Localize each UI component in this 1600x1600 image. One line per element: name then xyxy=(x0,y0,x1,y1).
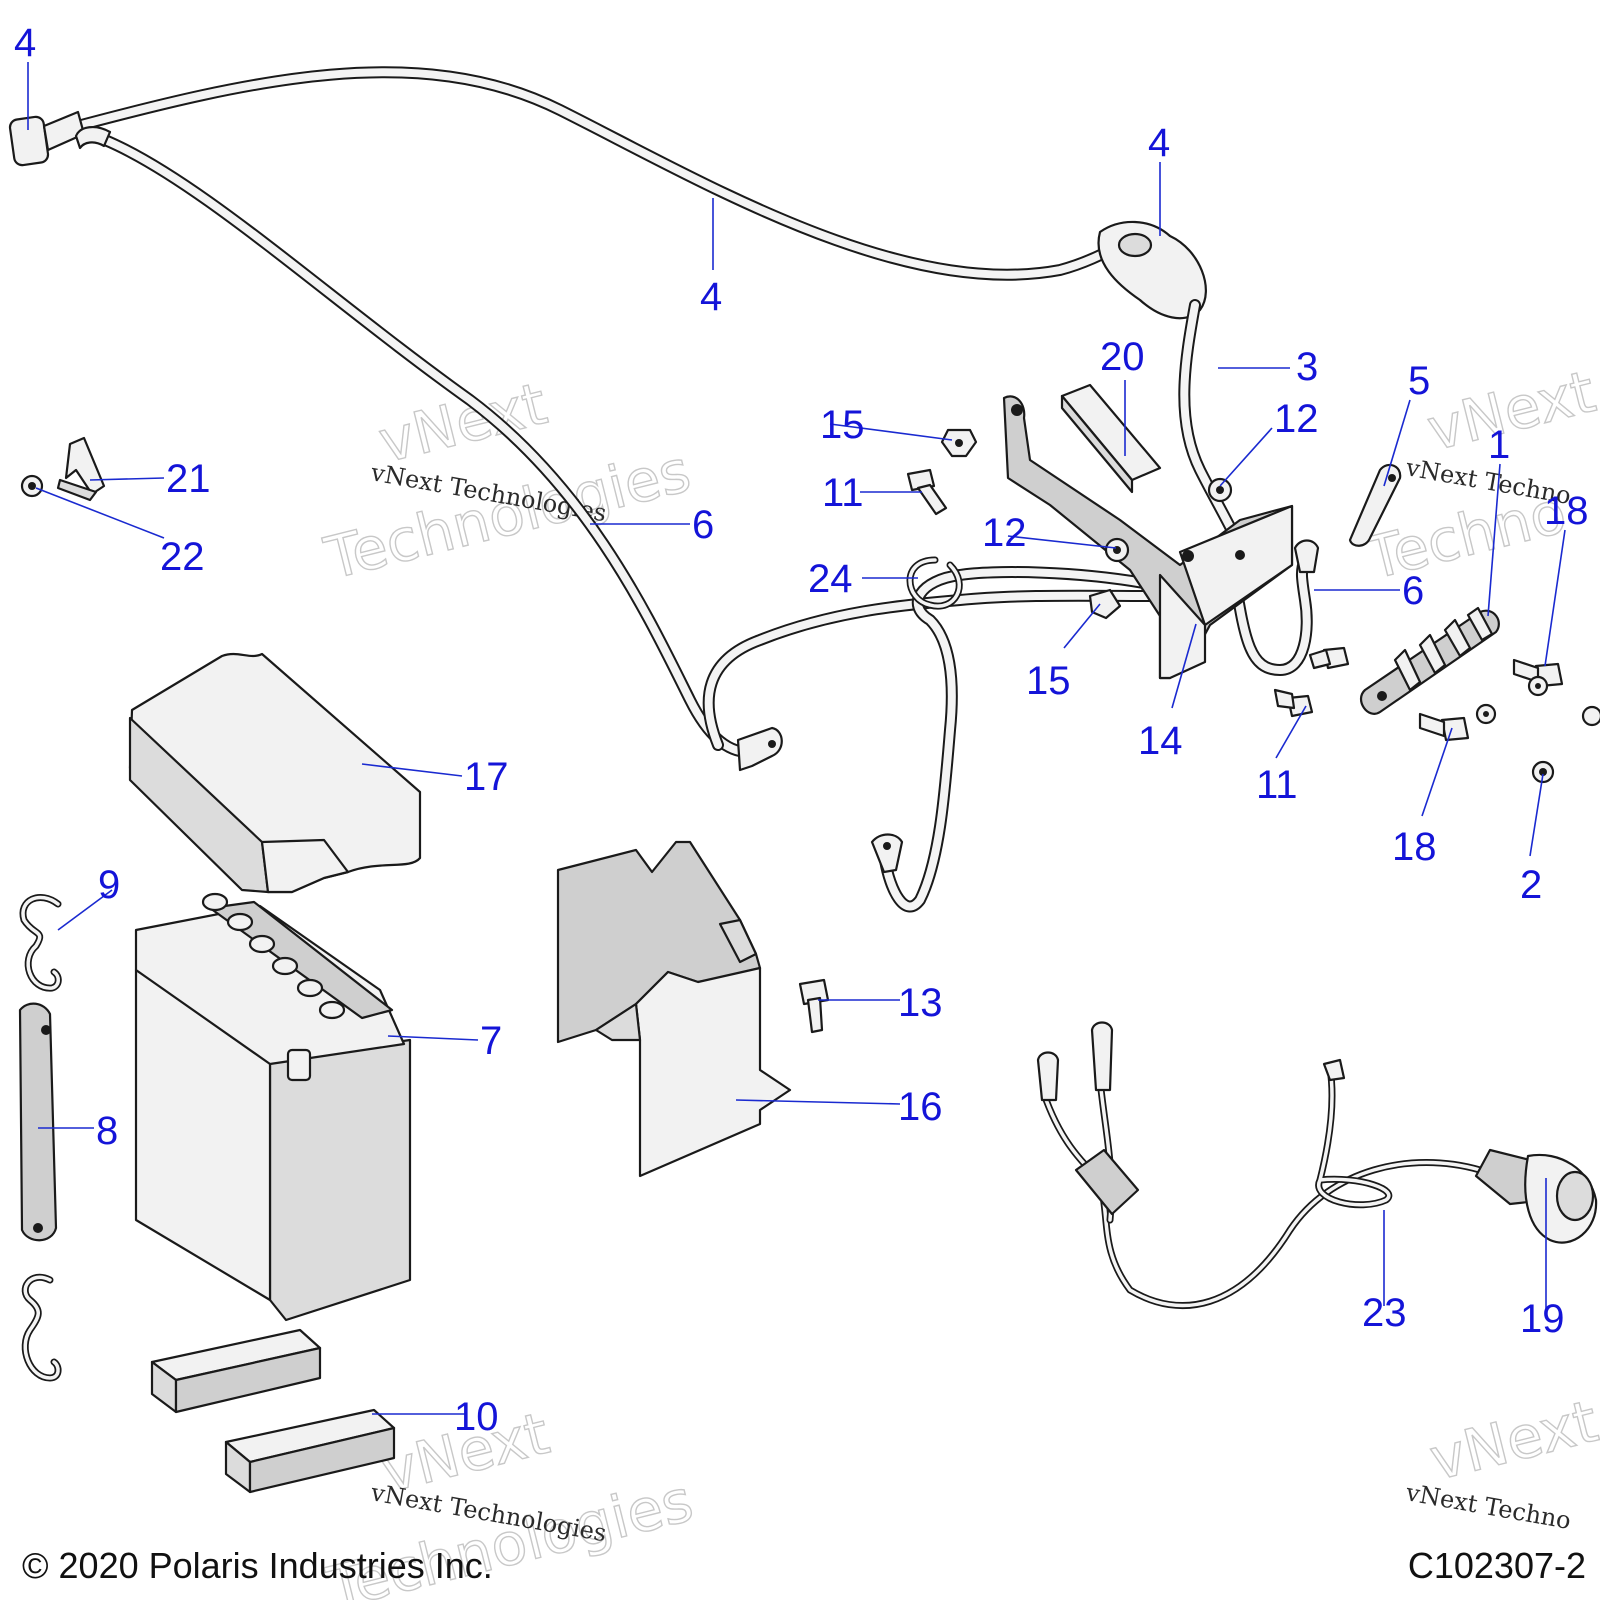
bracket-5 xyxy=(1348,463,1402,547)
callout-19: 19 xyxy=(1520,1297,1565,1341)
terminal-block-1 xyxy=(1359,606,1500,715)
nut-22 xyxy=(20,474,44,498)
bracket-14 xyxy=(1002,395,1294,680)
clip-9-lower xyxy=(21,1274,62,1382)
watermark-big-bottom-cut: vNext xyxy=(1423,1387,1600,1494)
cable-6-short-ring xyxy=(1293,539,1320,574)
callout-14: 14 xyxy=(1138,719,1183,763)
callout-15-lower: 15 xyxy=(1026,659,1071,703)
bracket-14-face xyxy=(1178,504,1294,627)
cable-24 xyxy=(702,556,1166,913)
callout-11-upper: 11 xyxy=(822,471,864,515)
cable-4 xyxy=(8,66,1207,320)
bolt-11-right-b xyxy=(1273,688,1314,718)
callout-16: 16 xyxy=(898,1085,943,1129)
callout-11-lower: 11 xyxy=(1256,763,1298,807)
harness-23 xyxy=(1036,1021,1484,1310)
strap-8 xyxy=(18,1002,58,1242)
cable-6-main xyxy=(74,126,783,772)
nut-12-upper xyxy=(1207,477,1233,503)
watermark-small-bottom-right: vNext Techno xyxy=(1403,1478,1573,1535)
bolt-11-upper xyxy=(906,468,948,516)
pad-20 xyxy=(1060,383,1162,494)
callout-2: 2 xyxy=(1520,863,1542,907)
clip-21 xyxy=(56,436,106,502)
callout-8: 8 xyxy=(96,1109,118,1153)
callout-18-right: 18 xyxy=(1544,489,1589,533)
shield-16 xyxy=(556,840,792,1178)
nut-12-lower xyxy=(1104,537,1130,563)
callouts: 4 4 4 3 20 5 12 15 1 21 11 18 6 12 22 24… xyxy=(14,21,1589,1439)
outlet-19 xyxy=(1474,1148,1598,1244)
nut-2-b xyxy=(1527,675,1549,697)
bolt-11-right-a xyxy=(1308,646,1350,670)
nut-2-a xyxy=(1475,703,1497,725)
pad-10-upper xyxy=(150,1328,322,1414)
callout-5: 5 xyxy=(1408,359,1430,403)
callout-24: 24 xyxy=(808,557,853,601)
bolt-13 xyxy=(798,978,830,1034)
cable-4-terminal-eye xyxy=(1117,232,1153,258)
callout-4-top-left: 4 xyxy=(14,21,36,65)
watermark-top: vNext Technologies xyxy=(317,369,697,594)
watermark-bottom-right: vNext xyxy=(1423,1386,1600,1494)
callout-23: 23 xyxy=(1362,1291,1407,1335)
callout-12-upper: 12 xyxy=(1274,397,1319,441)
callout-3: 3 xyxy=(1296,345,1318,389)
watermark-big-line1: vNext xyxy=(372,369,553,476)
cable-4-boot-left xyxy=(8,115,50,167)
pad-10-lower xyxy=(224,1408,396,1494)
bracket-14-tab xyxy=(1158,573,1207,680)
cover-17 xyxy=(128,652,422,894)
callout-12-lower: 12 xyxy=(982,511,1027,555)
nut-2-c xyxy=(1531,760,1555,784)
clip-9-upper xyxy=(19,893,62,992)
diagram-id: C102307-2 xyxy=(1408,1545,1586,1586)
copyright-text: © 2020 Polaris Industries Inc. xyxy=(22,1545,493,1586)
cable-24-ring xyxy=(870,833,904,874)
callout-17: 17 xyxy=(464,755,509,799)
clip-15-upper xyxy=(940,428,978,458)
cable-6-ring-left xyxy=(74,126,112,150)
cable-6-ring-right xyxy=(736,726,783,772)
callout-4-top-right: 4 xyxy=(1148,121,1170,165)
callout-9: 9 xyxy=(98,863,120,907)
callout-6-left: 6 xyxy=(692,503,714,547)
cable-6-short xyxy=(1229,539,1320,676)
nut-2-d xyxy=(1581,705,1600,727)
leader-lines xyxy=(27,62,1566,1415)
callout-1: 1 xyxy=(1488,423,1510,467)
callout-13: 13 xyxy=(898,981,943,1025)
callout-4-middle: 4 xyxy=(700,275,722,319)
callout-10: 10 xyxy=(454,1395,499,1439)
battery-7 xyxy=(134,892,412,1322)
callout-20: 20 xyxy=(1100,335,1145,379)
watermark-big-cut1: vNext xyxy=(1421,357,1600,464)
bolt-18-left xyxy=(1418,712,1470,742)
callout-7: 7 xyxy=(480,1019,502,1063)
callout-21: 21 xyxy=(166,457,211,501)
clip-15-lower xyxy=(1088,588,1122,620)
callout-15-upper: 15 xyxy=(820,403,865,447)
callout-18-left: 18 xyxy=(1392,825,1437,869)
callout-22: 22 xyxy=(160,535,205,579)
callout-6-right: 6 xyxy=(1402,569,1424,613)
